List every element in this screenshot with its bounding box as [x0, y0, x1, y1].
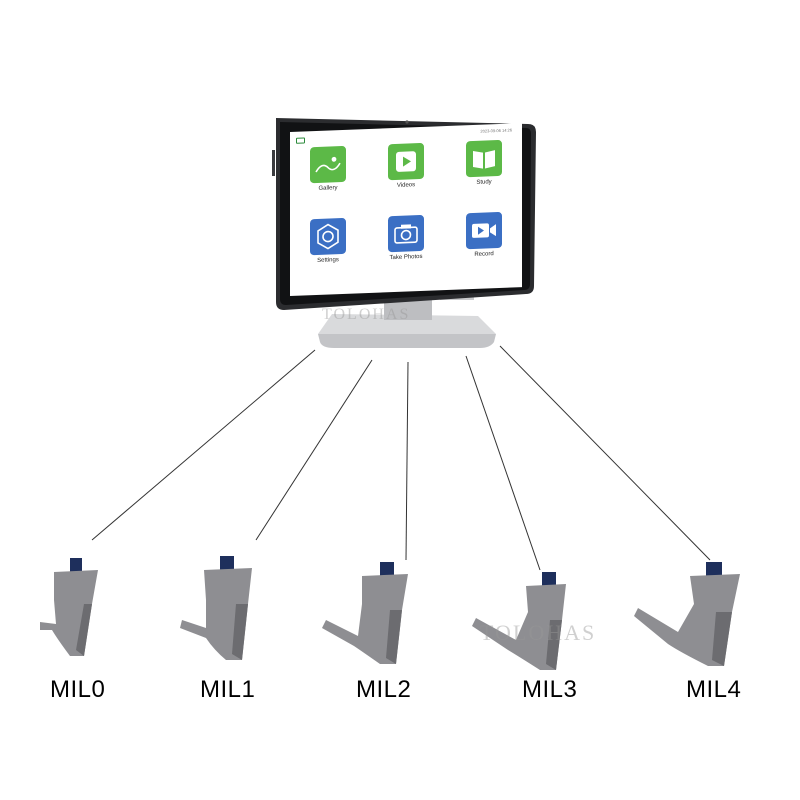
camera-cap-icon	[380, 562, 394, 576]
video-camera-icon	[466, 211, 502, 250]
blade-watermark: TOLOHAS	[480, 620, 597, 645]
landscape-icon	[310, 145, 346, 184]
app-videos[interactable]: Videos	[376, 142, 436, 189]
blade-mil3	[472, 572, 566, 670]
blade-label-mil2: MIL2	[356, 676, 412, 703]
blade-label-mil4: MIL4	[686, 676, 742, 703]
app-take-photos[interactable]: Take Photos	[376, 214, 436, 261]
blade-mil2	[322, 562, 408, 664]
camera-icon	[388, 214, 424, 253]
connector-line-mil2	[405, 361, 409, 561]
camera-cap-icon	[220, 556, 234, 570]
app-study[interactable]: Study	[454, 139, 514, 186]
connector-line-mil0	[91, 349, 316, 541]
blade-label-mil3: MIL3	[522, 676, 578, 703]
connector-line-mil3	[465, 355, 541, 571]
front-camera-icon	[405, 120, 409, 124]
gear-icon	[310, 217, 346, 256]
play-icon	[388, 142, 424, 181]
app-record[interactable]: Record	[454, 211, 514, 258]
blade-mil1	[180, 556, 252, 660]
blade-label-mil1: MIL1	[200, 676, 256, 703]
blade-label-mil0: MIL0	[50, 676, 106, 703]
tablet-watermark: TOLOHAS	[322, 306, 411, 323]
book-icon	[466, 139, 502, 178]
app-gallery[interactable]: Gallery	[298, 145, 358, 192]
connector-line-mil4	[499, 345, 711, 561]
camera-cap-icon	[70, 558, 82, 572]
tablet-screen: 2023-09-06 14:26 Gallery Videos Study Se…	[290, 123, 522, 296]
camera-cap-icon	[542, 572, 556, 586]
blade-mil0	[40, 558, 98, 656]
app-settings[interactable]: Settings	[298, 217, 358, 264]
connector-lines	[91, 345, 711, 571]
connector-line-mil1	[255, 359, 373, 541]
camera-cap-icon	[706, 562, 722, 576]
blade-mil4	[634, 562, 740, 666]
